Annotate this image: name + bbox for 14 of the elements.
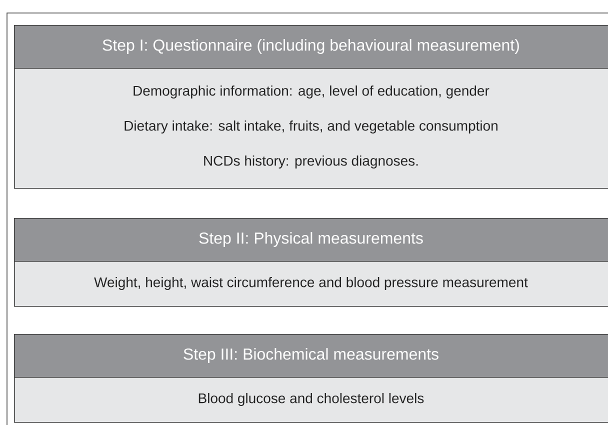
step-header	[14, 334, 608, 378]
step-header	[14, 25, 608, 69]
body-text: Weight, height, waist circumference and blood pressure measurement	[94, 276, 528, 290]
step-header	[14, 218, 608, 262]
step-body	[14, 377, 608, 423]
body-text: NCDs history: previous diagnoses.	[204, 155, 418, 169]
step-body	[14, 68, 608, 189]
header-text: Step II: Physical measurements	[199, 232, 423, 247]
body-text: Dietary intake: salt intake, fruits, and vegetable consumption	[124, 120, 498, 134]
step-body	[14, 261, 608, 307]
header-text: Step III: Biochemical measurements	[184, 348, 438, 363]
header-text: Step I: Questionnaire (including behavioural measurement)	[102, 39, 519, 54]
body-text: Demographic information: age, level of education, gender	[134, 85, 490, 99]
body-text: Blood glucose and cholesterol levels	[198, 392, 424, 406]
